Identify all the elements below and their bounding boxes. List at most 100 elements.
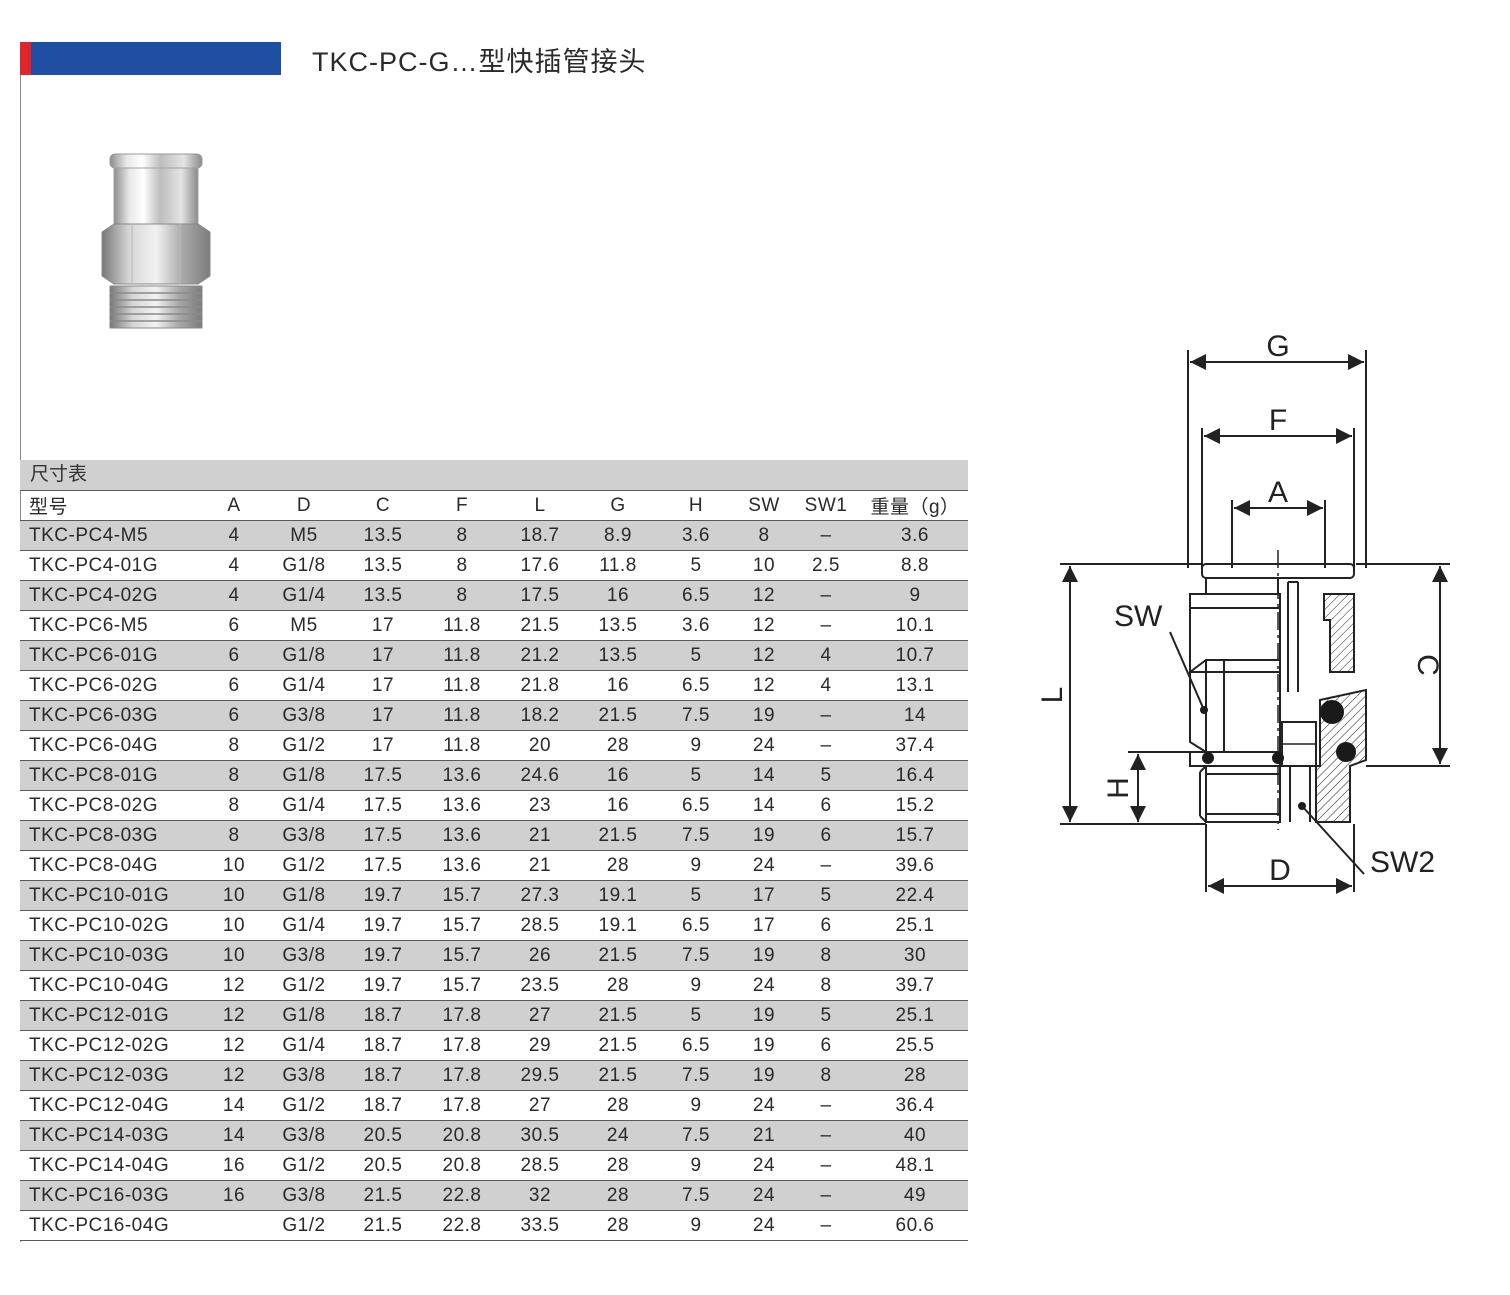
upper-body (1189, 593, 1281, 673)
table-cell: 48.1 (862, 1150, 968, 1181)
table-cell: 24 (738, 970, 790, 1001)
table-cell: 20.5 (340, 1120, 426, 1151)
table-cell: 10.1 (862, 610, 968, 641)
table-cell: 6 (200, 610, 268, 641)
title-accent-red (20, 42, 31, 75)
table-cell: 21.5 (582, 1030, 654, 1061)
table-cell: 18.7 (498, 520, 582, 551)
table-cell (200, 1210, 268, 1241)
sw2-leader (1301, 805, 1365, 875)
table-cell: 20.8 (426, 1120, 498, 1151)
col-header-h: H (654, 490, 738, 521)
table-cell: 17 (738, 910, 790, 941)
thread (1205, 765, 1281, 823)
table-cell: 18.7 (340, 1000, 426, 1031)
table-cell: G1/2 (268, 1210, 340, 1241)
table-cell: 9 (654, 1150, 738, 1181)
cell-model: TKC-PC12-01G (20, 1000, 200, 1031)
table-cell: 24 (738, 730, 790, 761)
table-cell: 15.7 (862, 820, 968, 851)
table-cell: 5 (790, 880, 862, 911)
table-cell: 8 (426, 550, 498, 581)
table-cell: 19 (738, 820, 790, 851)
table-cell: 28 (582, 1210, 654, 1241)
table-cell: 20.8 (426, 1150, 498, 1181)
label-f: F (1269, 404, 1287, 437)
table-cell: 9 (654, 730, 738, 761)
table-cell: 7.5 (654, 1060, 738, 1091)
table-cell: 40 (862, 1120, 968, 1151)
table-cell: 15.7 (426, 880, 498, 911)
cell-model: TKC-PC10-01G (20, 880, 200, 911)
col-header-a: A (200, 490, 268, 521)
col-header-sw1: SW1 (790, 490, 862, 521)
table-cell: 21.5 (340, 1210, 426, 1241)
table-cell: 14 (738, 790, 790, 821)
table-cell: 13.6 (426, 820, 498, 851)
table-cell: 7.5 (654, 940, 738, 971)
cell-model: TKC-PC10-04G (20, 970, 200, 1001)
table-cell: 24 (738, 1090, 790, 1121)
table-cell: 30 (862, 940, 968, 971)
table-cell: 5 (790, 760, 862, 791)
table-cell: 14 (862, 700, 968, 731)
table-cell: 6.5 (654, 580, 738, 611)
table-cell: 17.5 (340, 820, 426, 851)
table-cell: 28 (582, 1150, 654, 1181)
table-cell: 24 (738, 1210, 790, 1241)
table-cell: 5 (790, 1000, 862, 1031)
table-cell: – (790, 1120, 862, 1151)
col-header-d: D (268, 490, 340, 521)
table-cell: 7.5 (654, 700, 738, 731)
table-cell: 17.5 (340, 790, 426, 821)
table-cell: 17 (340, 640, 426, 671)
table-cell: 6 (790, 1030, 862, 1061)
table-cell: 10 (200, 910, 268, 941)
table-cell: 13.6 (426, 850, 498, 881)
table-cell: 8 (200, 760, 268, 791)
col-header-weight: 重量（g） (862, 490, 968, 521)
table-cell: 17 (340, 730, 426, 761)
table-cell: 28.5 (498, 1150, 582, 1181)
table-cell: 39.7 (862, 970, 968, 1001)
table-cell: 21.2 (498, 640, 582, 671)
table-cell: 28 (582, 730, 654, 761)
table-cell: 6 (200, 670, 268, 701)
table-cell: 27.3 (498, 880, 582, 911)
table-cell: M5 (268, 610, 340, 641)
table-cell: G1/4 (268, 580, 340, 611)
section-upper (1323, 593, 1355, 673)
table-cell: G3/8 (268, 700, 340, 731)
table-cell: 17.6 (498, 550, 582, 581)
table-cell: 13.5 (340, 550, 426, 581)
table-cell: 5 (654, 550, 738, 581)
table-cell: 13.5 (582, 640, 654, 671)
table-cell: 11.8 (426, 730, 498, 761)
table-cell: 21.5 (582, 940, 654, 971)
table-cell: 28 (862, 1060, 968, 1091)
table-cell: 8 (790, 970, 862, 1001)
label-sw2: SW2 (1370, 846, 1435, 879)
table-cell: 9 (654, 850, 738, 881)
table-cell: 23.5 (498, 970, 582, 1001)
table-cell: 25.5 (862, 1030, 968, 1061)
table-cell: 8 (426, 580, 498, 611)
table-cell: 6 (790, 910, 862, 941)
col-header-f: F (426, 490, 498, 521)
table-cell: 24 (582, 1120, 654, 1151)
table-cell: 14 (738, 760, 790, 791)
table-cell: 27 (498, 1000, 582, 1031)
title-accent-bar (20, 42, 281, 75)
table-cell: G1/4 (268, 1030, 340, 1061)
table-cell: 19.1 (582, 910, 654, 941)
table-cell: – (790, 850, 862, 881)
